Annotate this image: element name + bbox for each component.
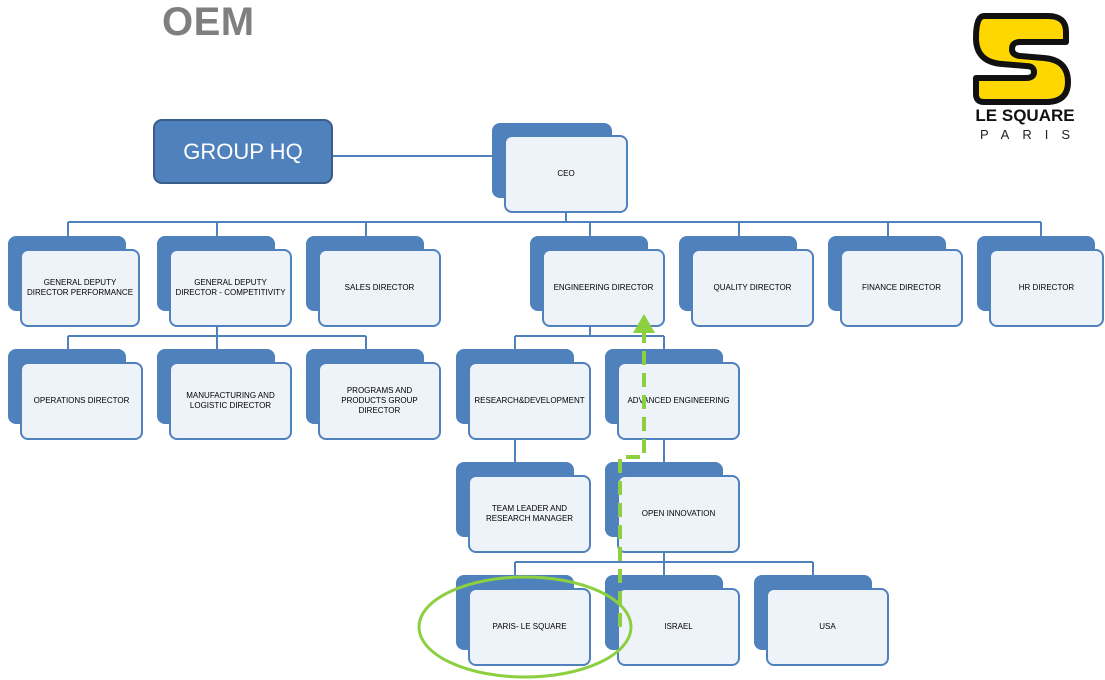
node-research-development-label: RESEARCH&DEVELOPMENT [474,396,585,405]
node-paris-le-square: PARIS- LE SQUARE [456,575,591,666]
node-engineering-director-label: ENGINEERING DIRECTOR [553,283,654,292]
node-operations-director: OPERATIONS DIRECTOR [8,349,143,440]
node-open-innovation-label: OPEN INNOVATION [641,509,716,518]
node-ceo: CEO [492,123,628,213]
node-hr-director: HR DIRECTOR [977,236,1104,327]
node-manufacturing-director: MANUFACTURING AND LOGISTIC DIRECTOR [157,349,292,440]
node-paris-le-square-label: PARIS- LE SQUARE [492,622,567,631]
logo-text-paris: PARIS [979,127,1084,142]
node-gd-performance: GENERAL DEPUTY DIRECTOR PERFORMANCE [8,236,140,327]
node-quality-director-label: QUALITY DIRECTOR [713,283,792,292]
dashed-path-arrow [618,332,646,627]
logo-s-icon [973,13,1071,105]
node-sales-director-label: SALES DIRECTOR [344,283,415,292]
node-israel-label: ISRAEL [664,622,693,631]
node-operations-director-label: OPERATIONS DIRECTOR [33,396,130,405]
node-team-leader: TEAM LEADER AND RESEARCH MANAGER [456,462,591,553]
node-research-development: RESEARCH&DEVELOPMENT [456,349,591,440]
node-programs-director: PROGRAMS AND PRODUCTS GROUP DIRECTOR [306,349,441,440]
node-usa: USA [754,575,889,666]
le-square-logo: LE SQUARE PARIS [962,6,1088,152]
node-finance-director-label: FINANCE DIRECTOR [862,283,941,292]
node-gd-performance-label: GENERAL DEPUTY DIRECTOR PERFORMANCE [26,278,134,297]
node-advanced-engineering-label: ADVANCED ENGINEERING [627,396,730,405]
group-hq-box: GROUP HQ [153,119,333,184]
node-sales-director: SALES DIRECTOR [306,236,441,327]
node-gd-competitivity: GENERAL DEPUTY DIRECTOR - COMPETITIVITY [157,236,292,327]
node-ceo-label: CEO [557,169,575,178]
node-team-leader-label: TEAM LEADER AND RESEARCH MANAGER [485,504,574,523]
node-usa-label: USA [819,622,836,631]
arrow-head-icon [633,314,655,333]
logo-text-le-square: LE SQUARE [975,106,1075,125]
node-finance-director: FINANCE DIRECTOR [828,236,963,327]
node-open-innovation: OPEN INNOVATION [605,462,740,553]
page-title: OEM [162,0,255,44]
node-advanced-engineering: ADVANCED ENGINEERING [605,349,740,440]
node-gd-competitivity-label: GENERAL DEPUTY DIRECTOR - COMPETITIVITY [175,278,286,297]
node-quality-director: QUALITY DIRECTOR [679,236,814,327]
node-programs-director-label: PROGRAMS AND PRODUCTS GROUP DIRECTOR [341,386,418,415]
node-engineering-director: ENGINEERING DIRECTOR [530,236,665,327]
paris-highlight-ellipse [417,575,633,679]
node-hr-director-label: HR DIRECTOR [1018,283,1075,292]
node-manufacturing-director-label: MANUFACTURING AND LOGISTIC DIRECTOR [186,391,275,410]
